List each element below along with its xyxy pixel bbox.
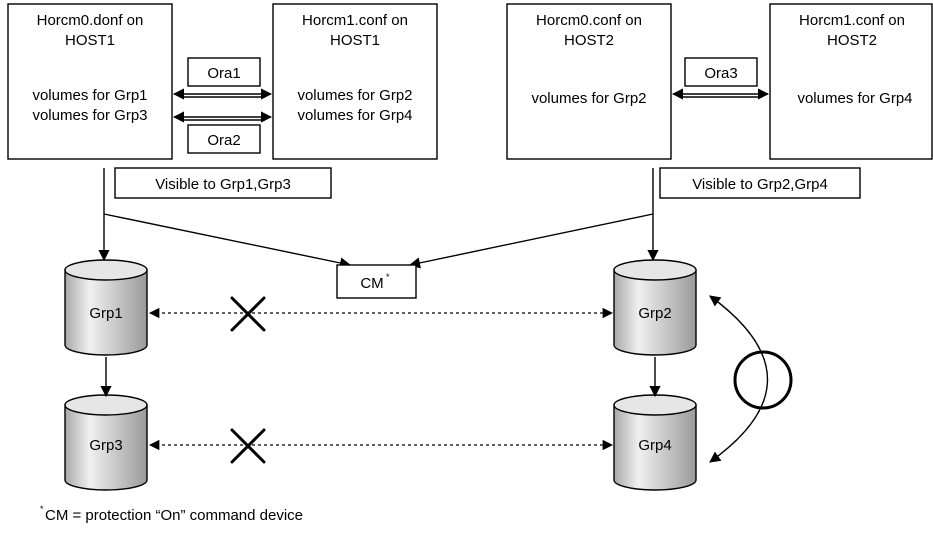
link-ora1: Ora1: [172, 57, 273, 100]
circle-icon: [733, 350, 793, 410]
host-box-horcm0-host1: Horcm0.donf on HOST1 volumes for Grp1 vo…: [7, 3, 173, 160]
footnote-text: CM = protection “On” command device: [45, 507, 303, 524]
visibility-label-host2: Visible to Grp2,Grp4: [659, 167, 861, 199]
disk-label: Grp1: [89, 305, 122, 322]
disk-label: Grp2: [638, 305, 671, 322]
disk-grp2: Grp2: [613, 259, 697, 356]
host-volumes-line1: volumes for Grp1: [32, 87, 147, 104]
cm-footnote-mark: *: [386, 272, 390, 282]
command-device: CM *: [336, 264, 417, 299]
disk-label: Grp3: [89, 437, 122, 454]
host-title-line2: HOST2: [827, 32, 877, 49]
host-title-line1: Horcm1.conf on: [799, 12, 905, 29]
link-label: Ora2: [207, 132, 240, 149]
host-volumes-line1: volumes for Grp4: [797, 90, 912, 107]
disk-grp1: Grp1: [64, 259, 148, 356]
host-volumes-line1: volumes for Grp2: [297, 87, 412, 104]
host-box-horcm1-host1: Horcm1.conf on HOST1 volumes for Grp2 vo…: [272, 3, 438, 160]
pair-grp2-grp4: [709, 295, 793, 463]
host-title-line2: HOST1: [330, 32, 380, 49]
host-title-line1: Horcm0.donf on: [37, 12, 144, 29]
link-label: Ora1: [207, 65, 240, 82]
host-box-horcm1-host2: Horcm1.conf on HOST2 volumes for Grp4: [769, 3, 933, 160]
visibility-label-host1: Visible to Grp1,Grp3: [114, 167, 332, 199]
host-title-line2: HOST2: [564, 32, 614, 49]
disk-label: Grp4: [638, 437, 671, 454]
host-volumes-line1: volumes for Grp2: [531, 90, 646, 107]
svg-text:Visible to Grp2,Grp4: Visible to Grp2,Grp4: [692, 176, 828, 193]
pair-grp1-grp2: [148, 296, 614, 332]
arrow-host2-to-cm: [408, 213, 654, 269]
disk-grp4: Grp4: [613, 394, 697, 491]
footnote-mark: *: [40, 504, 44, 514]
host-volumes-line2: volumes for Grp3: [32, 107, 147, 124]
link-ora3: Ora3: [671, 57, 770, 100]
link-label: Ora3: [704, 65, 737, 82]
cm-label: CM: [360, 275, 383, 292]
host-volumes-line2: volumes for Grp4: [297, 107, 412, 124]
footnote: * CM = protection “On” command device: [40, 504, 303, 524]
disk-grp3: Grp3: [64, 394, 148, 491]
link-ora2: Ora2: [172, 111, 273, 154]
arrow-host1-to-cm: [103, 213, 352, 269]
host-title-line2: HOST1: [65, 32, 115, 49]
host-title-line1: Horcm0.conf on: [536, 12, 642, 29]
svg-text:Visible to Grp1,Grp3: Visible to Grp1,Grp3: [155, 176, 291, 193]
host-title-line1: Horcm1.conf on: [302, 12, 408, 29]
host-box-horcm0-host2: Horcm0.conf on HOST2 volumes for Grp2: [506, 3, 672, 160]
pair-grp3-grp4: [148, 428, 614, 464]
